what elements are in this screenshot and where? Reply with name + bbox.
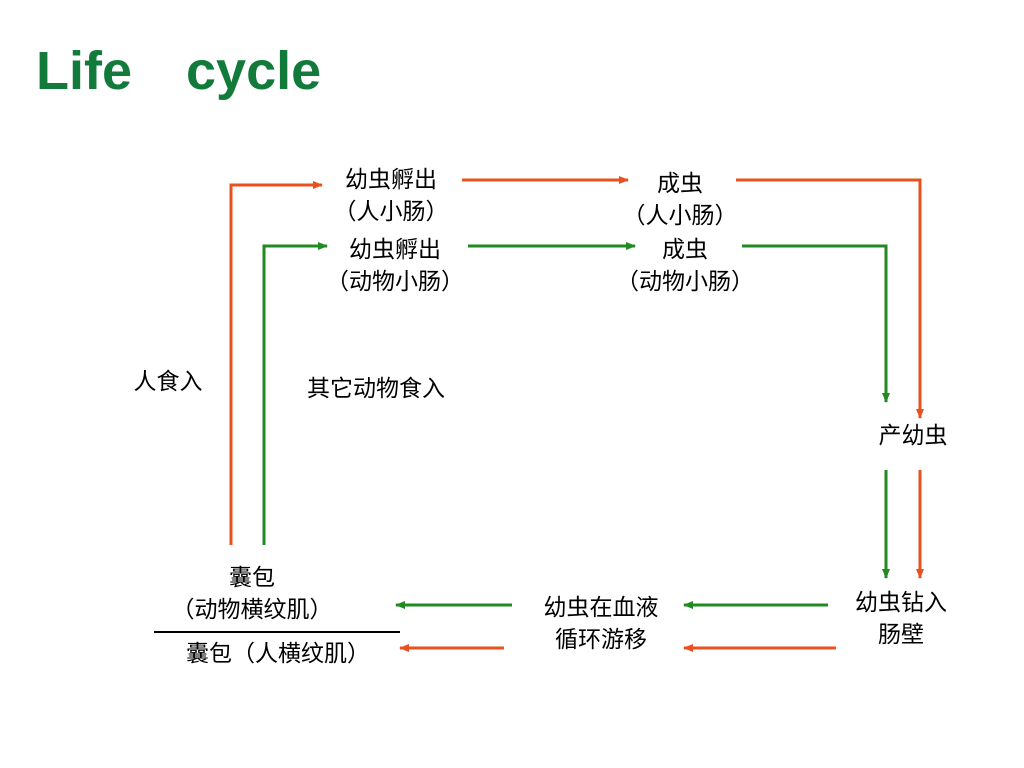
node-adult-animal: 成虫 （动物小肠）	[616, 237, 754, 295]
node-blood-migration: 幼虫在血液 循环游移	[543, 595, 659, 653]
arrow-adult-to-produce-animal	[742, 244, 890, 403]
arrow-cyst-to-hatch-human	[229, 181, 323, 545]
node-larva-hatch-human: 幼虫孵出 （人小肠）	[333, 167, 449, 225]
node-cyst-human: 囊包（人横纹肌）	[186, 641, 370, 667]
edge-label-animal-ingest: 其它动物食入	[307, 376, 445, 402]
node-produce-larva: 产幼虫	[878, 423, 948, 449]
arrow-adult-to-produce-human	[736, 178, 924, 419]
node-cyst-animal: 囊包 （动物横纹肌）	[171, 565, 333, 623]
node-larva-hatch-animal: 幼虫孵出 （动物小肠）	[326, 237, 464, 295]
node-adult-human: 成虫 （人小肠）	[622, 171, 738, 229]
arrow-cyst-to-hatch-animal	[262, 242, 328, 545]
node-penetrate-wall: 幼虫钻入 肠壁	[855, 590, 947, 648]
page-title: Life cycle	[36, 41, 322, 101]
edge-label-human-ingest: 人食入	[133, 369, 203, 395]
